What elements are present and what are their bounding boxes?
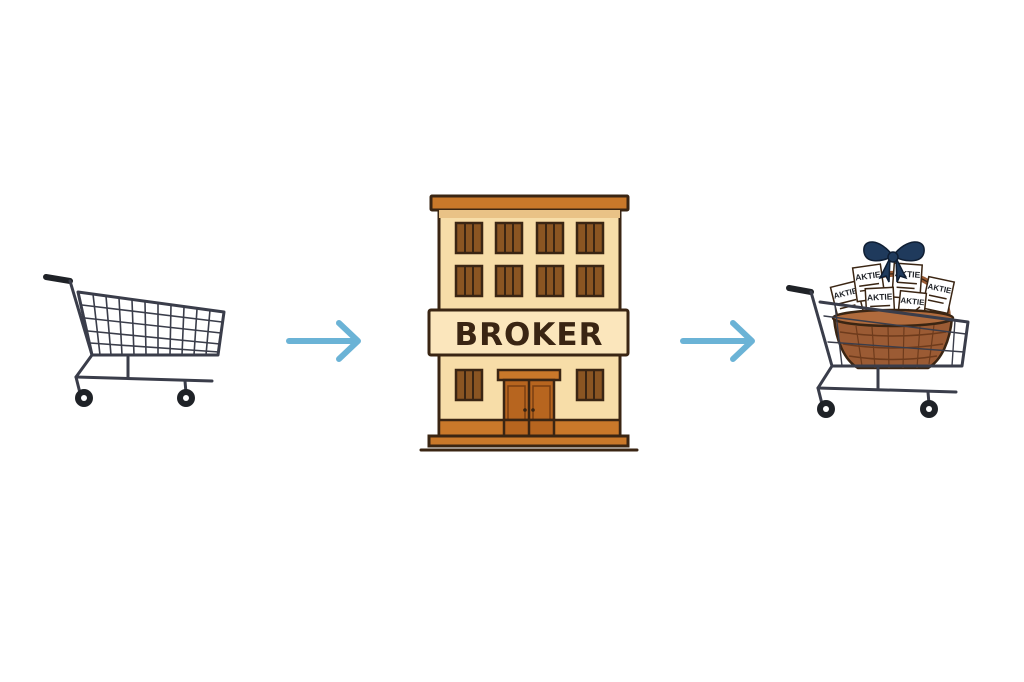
aktie-ticket-label: AKTIE (894, 268, 920, 280)
stock-cart-wheels (817, 400, 938, 418)
arrow-right-icon (680, 320, 755, 362)
arrow-right-icon (286, 320, 361, 362)
aktie-ticket-label: AKTIE (867, 291, 893, 302)
aktie-ticket-label: AKTIE (855, 269, 882, 282)
building-windows (454, 221, 605, 402)
broker-sign-label: BROKER (455, 317, 604, 353)
ribbon-bow-icon (863, 241, 925, 283)
cart-with-stock-basket-icon: AKTIE AKTIE AKTIE AKTIE AKTIE (786, 241, 970, 418)
woven-basket (831, 308, 955, 370)
empty-shopping-cart-icon (43, 274, 226, 395)
empty-cart-wheels (75, 389, 195, 407)
broker-building-icon: BROKER (419, 194, 639, 452)
aktie-ticket-label: AKTIE (900, 296, 925, 308)
